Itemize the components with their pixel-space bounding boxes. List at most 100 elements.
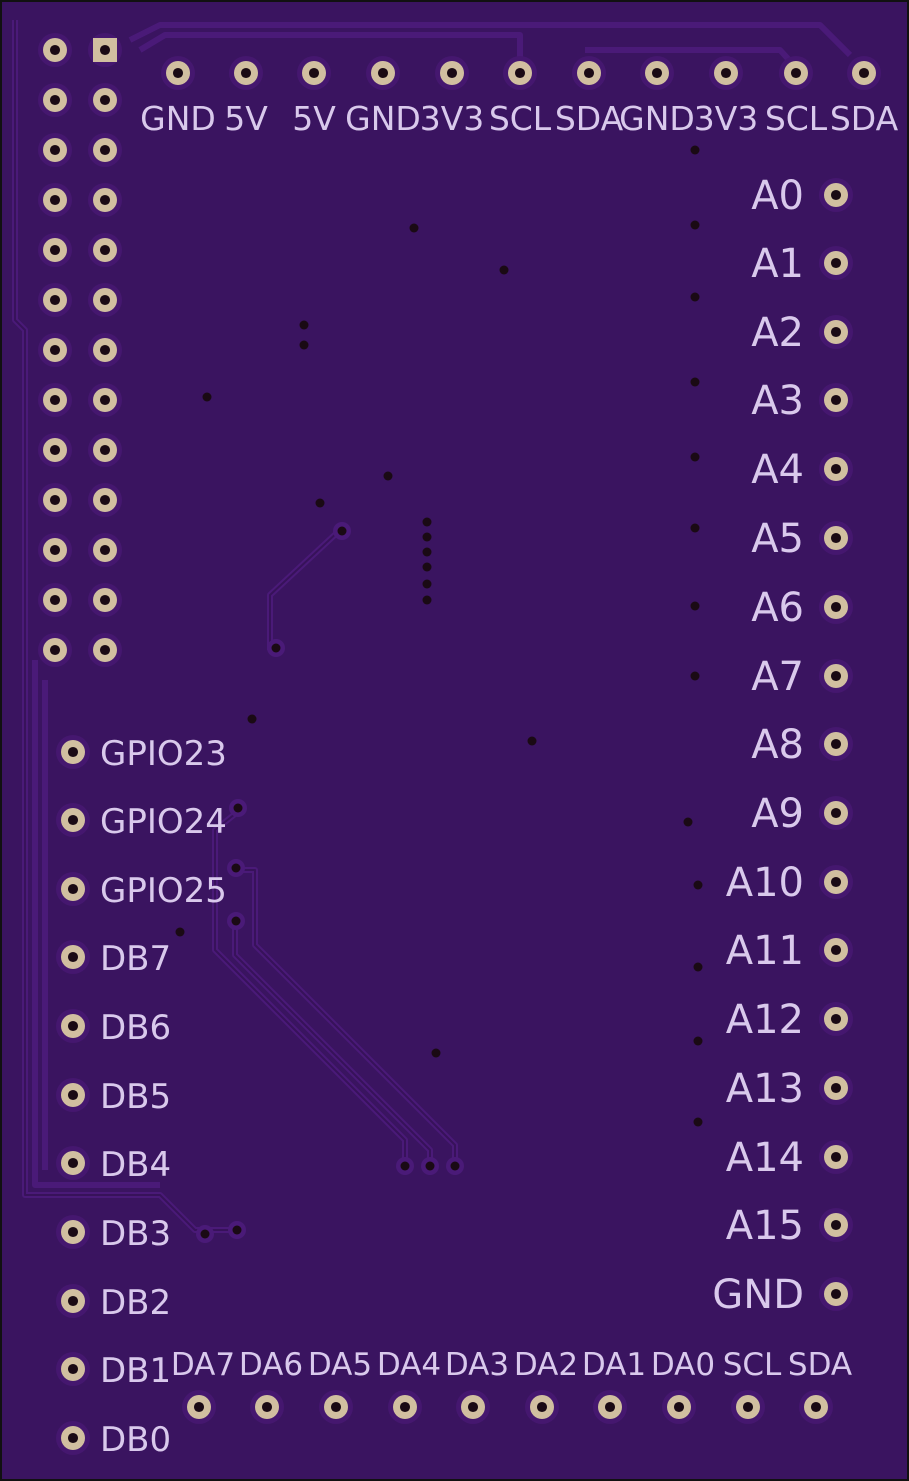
pin-label: GND	[140, 99, 216, 138]
via	[422, 595, 432, 605]
pin-label: DA5	[308, 1347, 372, 1383]
pin-label: A9	[751, 791, 804, 837]
header-pin-hole	[49, 344, 61, 356]
via	[693, 1117, 703, 1127]
header-pin-hole	[99, 94, 111, 106]
right-pin-hole	[830, 326, 842, 338]
via	[690, 377, 700, 387]
top-pin-hole	[308, 67, 320, 79]
via	[422, 579, 432, 589]
pin-label: 5V	[224, 99, 268, 138]
pin-label: DA6	[239, 1347, 303, 1383]
via	[422, 562, 432, 572]
header-pin-hole	[99, 294, 111, 306]
pin-label: A10	[726, 860, 804, 906]
header-pin-hole	[49, 94, 61, 106]
pin-label: GND	[712, 1272, 804, 1318]
bottom-pin-hole	[810, 1401, 822, 1413]
header-pin-hole	[99, 394, 111, 406]
pin-label: DB2	[100, 1283, 171, 1323]
bottom-pin-hole	[330, 1401, 342, 1413]
pin-label: A12	[726, 997, 804, 1043]
via	[690, 145, 700, 155]
right-pin-hole	[830, 1288, 842, 1300]
pin-label: SCL	[765, 99, 828, 138]
top-pin-hole	[583, 67, 595, 79]
via	[383, 471, 393, 481]
header-pin-hole	[99, 244, 111, 256]
top-pin-hole	[651, 67, 663, 79]
left-pin-hole	[67, 1432, 79, 1444]
right-pin-hole	[830, 807, 842, 819]
via	[231, 863, 241, 873]
bottom-pin-hole	[673, 1401, 685, 1413]
pin-label: A5	[751, 516, 804, 562]
pin-label: GPIO25	[100, 871, 227, 911]
pin-label: DA1	[582, 1347, 646, 1383]
pin-label: DB7	[100, 939, 171, 979]
right-pin-hole	[830, 394, 842, 406]
right-pin-hole	[830, 601, 842, 613]
top-pin-hole	[514, 67, 526, 79]
bottom-pin-hole	[604, 1401, 616, 1413]
right-pin-hole	[830, 738, 842, 750]
pin-label: DA2	[514, 1347, 578, 1383]
header-pin-hole	[49, 194, 61, 206]
via	[690, 292, 700, 302]
left-pin-hole	[67, 883, 79, 895]
left-pin-hole	[67, 1295, 79, 1307]
via	[690, 523, 700, 533]
via	[271, 643, 281, 653]
pin-label: DA4	[377, 1347, 441, 1383]
via	[233, 803, 243, 813]
via	[690, 601, 700, 611]
pin-label: DB5	[100, 1077, 171, 1117]
dual-pin-header	[38, 33, 122, 667]
right-pin-hole	[830, 463, 842, 475]
left-pin-hole	[67, 814, 79, 826]
header-pin-hole	[99, 644, 111, 656]
left-pin-hole	[67, 746, 79, 758]
via	[299, 320, 309, 330]
pin-label: DA3	[445, 1347, 509, 1383]
via	[247, 714, 257, 724]
via	[315, 498, 325, 508]
right-header: A0A1A2A3A4A5A6A7A8A9A10A11A12A13A14A15GN…	[712, 173, 853, 1318]
left-pin-hole	[67, 1226, 79, 1238]
pin-label: A6	[751, 585, 804, 631]
pin-label: A7	[751, 654, 804, 700]
via	[425, 1161, 435, 1171]
pin-label: DA7	[171, 1347, 235, 1383]
vias	[175, 145, 703, 1243]
pin-label: A14	[726, 1135, 804, 1181]
pin-label: A4	[751, 447, 804, 493]
via	[232, 1225, 242, 1235]
via	[231, 916, 241, 926]
pin-label: GND	[619, 99, 695, 138]
right-pin-hole	[830, 1013, 842, 1025]
pin-label: DB0	[100, 1420, 171, 1460]
header-pin-hole	[49, 244, 61, 256]
via	[527, 736, 537, 746]
pin-label: SDA	[788, 1347, 852, 1383]
pin-label: GND	[345, 99, 421, 138]
pin-label: 3V3	[420, 99, 485, 138]
via	[400, 1161, 410, 1171]
pin-label: A11	[726, 928, 804, 974]
pin-label: 3V3	[694, 99, 759, 138]
left-pin-hole	[67, 1363, 79, 1375]
via	[200, 1229, 210, 1239]
pin-label: DB1	[100, 1351, 171, 1391]
via	[422, 547, 432, 557]
header-pin-hole	[49, 144, 61, 156]
header-pin-hole	[99, 494, 111, 506]
via	[409, 223, 419, 233]
left-pin-hole	[67, 1089, 79, 1101]
right-pin-hole	[830, 1151, 842, 1163]
top-pin-hole	[172, 67, 184, 79]
pin-label: DB4	[100, 1145, 171, 1185]
